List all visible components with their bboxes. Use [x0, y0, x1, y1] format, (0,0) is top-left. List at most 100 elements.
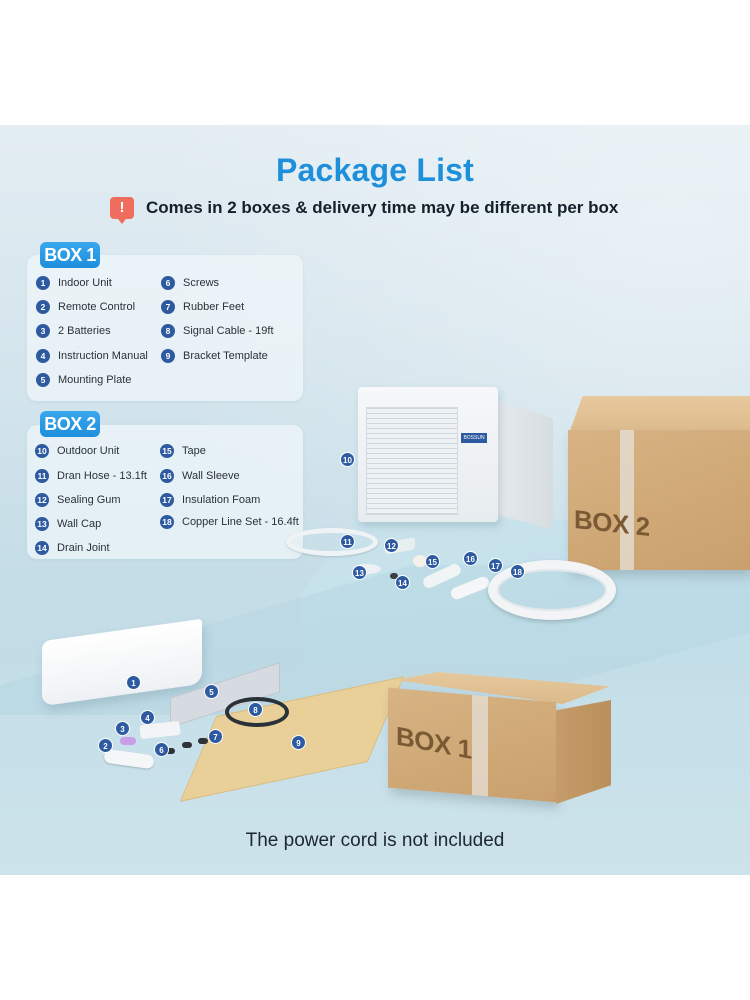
- drain-joint: [390, 573, 398, 579]
- list-item: 13 Wall Cap: [35, 517, 101, 531]
- item-label: Remote Control: [58, 301, 136, 313]
- list-item: 16 Wall Sleeve: [160, 469, 240, 483]
- callout-2: 2: [98, 738, 113, 753]
- item-label: 2 Batteries: [58, 325, 111, 337]
- box1-badge: BOX 1: [40, 242, 100, 268]
- carton2-top: [568, 396, 750, 436]
- number-badge: 8: [161, 324, 175, 338]
- number-badge: 15: [160, 444, 174, 458]
- callout-3: 3: [115, 721, 130, 736]
- batteries: [120, 737, 136, 745]
- number-badge: 12: [35, 493, 49, 507]
- item-label: Instruction Manual: [58, 350, 148, 362]
- number-badge: 13: [35, 517, 49, 531]
- callout-15: 15: [425, 554, 440, 569]
- number-badge: 17: [160, 493, 174, 507]
- callout-11: 11: [340, 534, 355, 549]
- list-item: 4 Instruction Manual: [36, 349, 148, 363]
- list-item: 2 Remote Control: [36, 300, 135, 314]
- number-badge: 18: [160, 515, 174, 529]
- rubber-foot: [198, 738, 208, 744]
- carton-box1: BOX 1: [388, 687, 556, 803]
- brand-plate: BOSSUN: [461, 433, 487, 443]
- list-item: 1 Indoor Unit: [36, 276, 112, 290]
- list-item: 3 2 Batteries: [36, 324, 111, 338]
- item-label: Screws: [183, 277, 220, 289]
- number-badge: 2: [36, 300, 50, 314]
- callout-16: 16: [463, 551, 478, 566]
- list-item: 6 Screws: [161, 276, 219, 290]
- callout-18: 18: [510, 564, 525, 579]
- number-badge: 14: [35, 541, 49, 555]
- list-item: 15 Tape: [160, 444, 206, 458]
- number-badge: 7: [161, 300, 175, 314]
- number-badge: 3: [36, 324, 50, 338]
- list-item: 7 Rubber Feet: [161, 300, 244, 314]
- list-item: 12 Sealing Gum: [35, 493, 121, 507]
- list-item: 18 Copper Line Set - 16.4ft: [160, 515, 299, 529]
- item-label: Outdoor Unit: [57, 445, 120, 457]
- outdoor-unit-illustration: BOSSUN: [358, 387, 498, 522]
- tape-roll: [413, 555, 427, 567]
- delivery-notice: ! Comes in 2 boxes & delivery time may b…: [110, 197, 619, 224]
- item-label: Copper Line Set - 16.4ft: [182, 516, 299, 528]
- carton-box2: BOX 2: [568, 430, 750, 570]
- item-label: Wall Cap: [57, 518, 102, 530]
- copper-line-set-coil: [488, 560, 616, 620]
- item-label: Drain Joint: [57, 542, 110, 554]
- number-badge: 11: [35, 469, 49, 483]
- callout-10: 10: [340, 452, 355, 467]
- callout-14: 14: [395, 575, 410, 590]
- outdoor-unit-side: [498, 400, 553, 530]
- notice-text: Comes in 2 boxes & delivery time may be …: [146, 198, 619, 217]
- box2-badge: BOX 2: [40, 411, 100, 437]
- rubber-foot: [165, 748, 175, 754]
- page-title: Package List: [275, 152, 475, 188]
- carton-label: BOX 1: [396, 720, 472, 765]
- list-item: 9 Bracket Template: [161, 349, 268, 363]
- callout-5: 5: [204, 684, 219, 699]
- tape-strip: [472, 695, 488, 797]
- item-label: Signal Cable - 19ft: [183, 325, 274, 337]
- list-item: 17 Insulation Foam: [160, 493, 260, 507]
- number-badge: 4: [36, 349, 50, 363]
- item-label: Sealing Gum: [57, 494, 121, 506]
- callout-7: 7: [208, 729, 223, 744]
- list-item: 5 Mounting Plate: [36, 373, 131, 387]
- item-label: Tape: [182, 445, 206, 457]
- number-badge: 10: [35, 444, 49, 458]
- item-label: Bracket Template: [183, 350, 268, 362]
- carton1-side: [556, 700, 611, 804]
- list-item: 14 Drain Joint: [35, 541, 110, 555]
- power-cord-note: The power cord is not included: [245, 830, 505, 851]
- signal-cable-coil: [225, 697, 289, 727]
- item-label: Rubber Feet: [183, 301, 245, 313]
- number-badge: 16: [160, 469, 174, 483]
- fan-grille: [366, 407, 458, 515]
- callout-9: 9: [291, 735, 306, 750]
- callout-8: 8: [248, 702, 263, 717]
- callout-1: 1: [126, 675, 141, 690]
- item-label: Indoor Unit: [58, 277, 112, 289]
- item-label: Insulation Foam: [182, 494, 261, 506]
- list-item: 10 Outdoor Unit: [35, 444, 119, 458]
- drain-hose-coil: [286, 528, 378, 556]
- item-label: Dran Hose - 13.1ft: [57, 470, 147, 482]
- list-item: 11 Dran Hose - 13.1ft: [35, 469, 147, 483]
- callout-17: 17: [488, 558, 503, 573]
- number-badge: 5: [36, 373, 50, 387]
- callout-6: 6: [154, 742, 169, 757]
- tape-strip: [620, 430, 634, 570]
- carton-label: BOX 2: [574, 504, 650, 542]
- number-badge: 6: [161, 276, 175, 290]
- number-badge: 9: [161, 349, 175, 363]
- item-label: Wall Sleeve: [182, 470, 240, 482]
- number-badge: 1: [36, 276, 50, 290]
- alert-exclamation-icon: !: [110, 197, 134, 224]
- wall-cap: [353, 564, 381, 574]
- callout-4: 4: [140, 710, 155, 725]
- rubber-foot: [182, 742, 192, 748]
- callout-13: 13: [352, 565, 367, 580]
- callout-12: 12: [384, 538, 399, 553]
- item-label: Mounting Plate: [58, 374, 132, 386]
